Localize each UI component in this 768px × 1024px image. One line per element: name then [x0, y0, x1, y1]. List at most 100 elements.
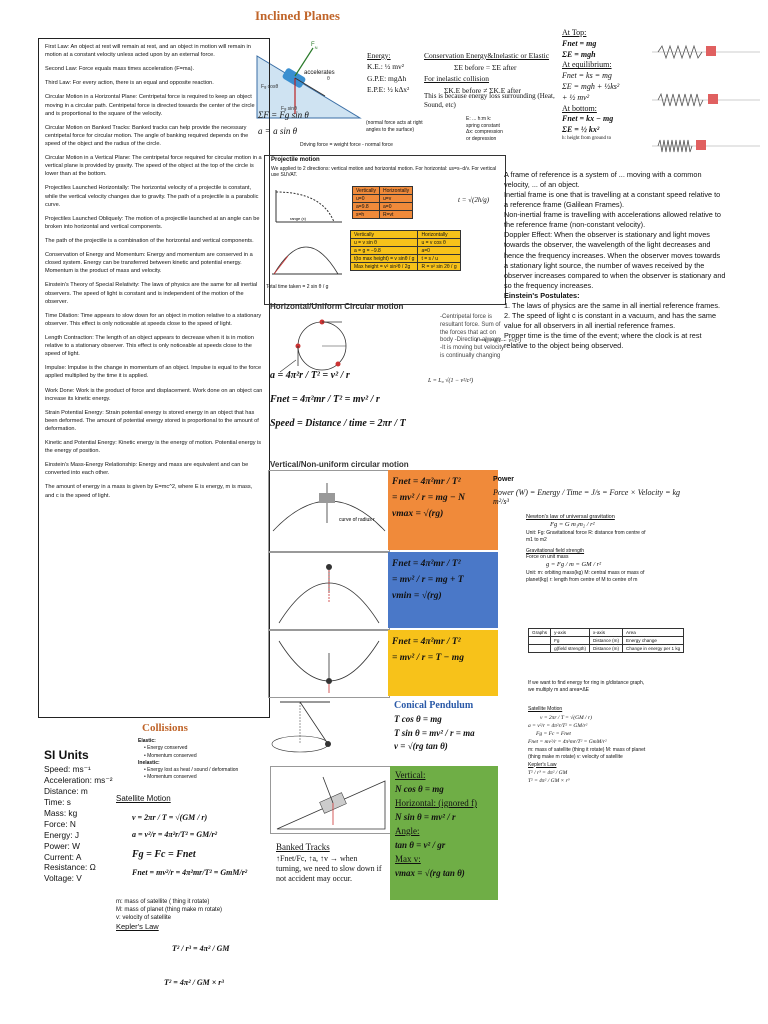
si-unit-item: Current: A [44, 851, 82, 862]
svg-text:Fg sinθ: Fg sinθ [281, 106, 297, 112]
sat-big-key: m: mass of satellite ( thing it rotate) … [116, 898, 222, 932]
kepler-small-title: Kepler's Law [528, 761, 557, 768]
table-cell: Fg [550, 636, 590, 645]
si-unit-item: Speed: ms⁻¹ [44, 764, 91, 774]
kepler-eq-2: T² = 4π² / GM × r³ [164, 978, 224, 987]
conservation-eq: ΣE before = ΣE after [454, 62, 517, 72]
vertical-top-panel: curve of radius r [268, 470, 390, 552]
time-dilation-eq: t = t₀ / √(1 − v²/c²) [476, 338, 522, 344]
table-cell: R=vt [379, 210, 414, 219]
spring-eq-3: + ½ mv² [562, 92, 590, 102]
gpe-formula: G.P.E: mgΔh [367, 73, 407, 83]
table-cell: Energy change [622, 636, 685, 645]
kepler-title: Kepler's Law [116, 922, 159, 932]
sat-small-eq-1: v = 2πr / T = √(GM / r) [540, 714, 592, 721]
banked-text: ↑Fnet/Fc, ↑a, ↑v → when turning, we need… [276, 853, 382, 884]
vt-line-2: = mv² / r = mg − N [392, 493, 465, 504]
field-eq: g = Fg / m = GM / r² [546, 561, 602, 569]
accelerates-label: accelerates [304, 70, 335, 76]
banked-horizontal-label: Horizontal: (ignored f) [395, 797, 477, 808]
inertial-frame: Inertial frame is one that is travelling… [504, 190, 721, 210]
table-header: x-axis [588, 628, 624, 637]
banked-track-diagram [276, 776, 386, 830]
projectile-box: Projectile motion We applied to 2 direct… [264, 155, 506, 305]
elastic-item-1: • Energy conserved [144, 745, 188, 752]
si-unit-item: Resistance: Ω [44, 862, 96, 873]
sat-small-key: m: mass of satellite (thing it rotate) M… [528, 746, 646, 761]
banked-text-block: Banked Tracks ↑Fnet/Fc, ↑a, ↑v → when tu… [276, 842, 384, 885]
law-paragraph: Second Law: Force equals mass times acce… [45, 66, 195, 73]
vt-line-1: Fnet = 4π²mr / T² [392, 477, 461, 487]
sat-big-eqs: v = 2πr / T = √(GM / r) a = v²/r = 4π²r/… [132, 810, 247, 881]
frames-of-reference-block: A frame of reference is a system of ... … [504, 170, 726, 351]
gravity-eq: Fg = G m₁m₂ / r² [550, 521, 595, 529]
curve-label: curve of radius r [339, 517, 375, 523]
elastic-item-2: • Momentum conserved [144, 752, 197, 759]
table-cell: Max height = v² sin²θ / 2g [349, 262, 419, 271]
si-unit-item: Distance: m [44, 785, 88, 796]
sat-key-3: v: velocity of satellite [116, 915, 172, 922]
centripetal-accel-eq: a = 4π²r / T² = v² / r [270, 370, 350, 381]
gravity-unit: Unit: Fg: Gravitational force R: distanc… [526, 530, 646, 543]
kepler-eq-1: T² / r³ = 4π² / GM [172, 944, 230, 953]
table-cell: s=h [351, 210, 381, 219]
table-cell [527, 644, 552, 653]
law-paragraph: Time Dilation: Time appears to slow down… [45, 312, 262, 327]
spring-eq-1: Fnet = ks = mg [562, 71, 612, 81]
table-cell: u = v cos θ [417, 238, 461, 247]
law-paragraph: The amount of energy in a mass is given … [45, 484, 253, 499]
law-paragraph: Circular Motion in a Vertical Plane: The… [45, 155, 262, 178]
collisions-title: Collisions [142, 722, 188, 734]
circular-motion-diagram [279, 319, 347, 373]
table-header: y-axis [550, 628, 590, 637]
graph-note: If we want to find energy for ring in g/… [528, 680, 645, 693]
driving-force-note: Driving force = weight force - normal fo… [300, 142, 393, 148]
inclined-sum-force: ΣF = Fg sin θ [258, 110, 309, 120]
energy-block: Energy: K.E.: ½ mv² G.P.E: mgΔh E.P.E: ½… [367, 50, 409, 95]
gravity-block: Newton's law of universal gravitation Fg… [526, 514, 646, 583]
banked-formula-box: Vertical: N cos θ = mg Horizontal: (igno… [390, 766, 498, 900]
svg-text:θ: θ [327, 76, 330, 82]
centripetal-force-eq: Fnet = 4π²mr / T² = mv² / r [270, 394, 380, 405]
inelastic-label: Inelastic: [138, 759, 160, 766]
sat-small-eq-3: Fg = Fc = Fnet [536, 731, 571, 737]
law-paragraph: The path of the projectile is a combinat… [45, 237, 254, 244]
si-unit-item: Acceleration: ms⁻² [44, 774, 113, 785]
kepler-small-eq-1: T² / r³ = 4π² / GM [528, 770, 568, 776]
table-header: Horizontally [417, 230, 461, 239]
table-cell: a=0 [379, 202, 414, 211]
inelastic-eq: ΣK.E before ≠ ΣK.E after [444, 85, 521, 95]
table-cell: Distance (m) [588, 644, 624, 653]
conical-eq-3: v = √(rg tan θ) [394, 741, 448, 751]
vertical-bottom-panel [268, 630, 390, 698]
horizontal-projectile-diagram: range (x) [275, 190, 342, 223]
sat-big-title: Satellite Motion [116, 794, 171, 803]
inclined-accel: a = a sin θ [258, 126, 297, 136]
field-def: Force on unit mass [526, 554, 569, 561]
table-cell: t = s / u [417, 254, 461, 263]
elastic-label: Elastic: [138, 738, 156, 744]
vertical-mid-box: Fnet = 4π²mr / T² = mv² / r = mg + T vmi… [388, 552, 498, 628]
law-paragraph: Einstein's Mass-Energy Relationship: Ene… [45, 462, 249, 477]
table-cell: a=0 [417, 246, 461, 255]
banked-maxv-eq: vmax = √(rg tan θ) [395, 867, 465, 878]
law-paragraph: Work Done: Work is the product of force … [45, 387, 263, 402]
law-paragraph: Kinetic and Potential Energy: Kinetic en… [45, 440, 262, 455]
energy-key: E: ... h:m k: spring constant Δx: compre… [466, 116, 503, 142]
si-unit-item: Time: s [44, 796, 71, 807]
table-cell: R = v² sin 2θ / g [417, 262, 461, 271]
sat-key-1: m: mass of satellite ( thing it rotate) [116, 899, 210, 905]
inelastic-item-2: • Momentum conserved [144, 774, 197, 781]
vm-line-1: Fnet = 4π²mr / T² [392, 559, 461, 569]
spring-bottom-title: At bottom: [562, 103, 597, 113]
law-paragraph: Einstein's Theory of Special Relativity:… [45, 282, 258, 305]
proper-time: Proper time is the time of the event; wh… [504, 331, 702, 351]
power-title: Power [493, 476, 515, 483]
postulate-2: 2. The speed of light c is constant in a… [504, 310, 717, 330]
si-title: SI Units [44, 748, 89, 762]
